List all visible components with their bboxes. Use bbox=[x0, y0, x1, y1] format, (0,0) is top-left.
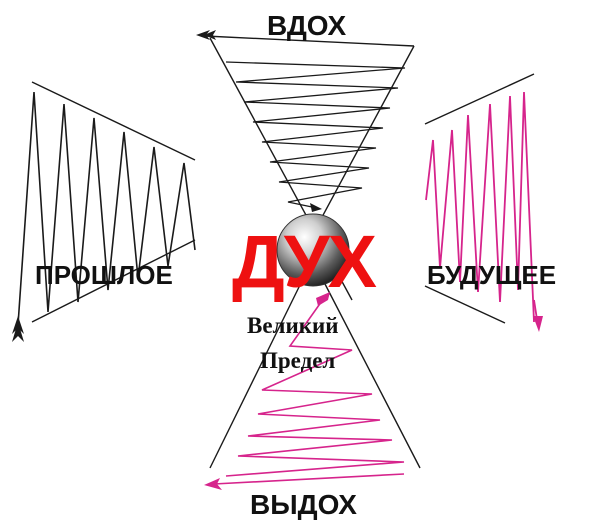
inhale-top-line bbox=[204, 35, 415, 47]
arrow-left-icon bbox=[196, 30, 216, 40]
exhale-tail bbox=[213, 473, 405, 485]
great-label: Великий bbox=[247, 313, 339, 338]
arrow-left-icon bbox=[204, 478, 222, 490]
past-wedge bbox=[17, 81, 196, 326]
hourglass-line-lower-right bbox=[324, 283, 421, 469]
limit-label: Предел bbox=[260, 348, 336, 373]
future-zigzag bbox=[425, 91, 535, 323]
hourglass-line-lower-left bbox=[209, 284, 301, 469]
pink-marker bbox=[316, 292, 330, 306]
arrow-down-icon bbox=[12, 316, 24, 342]
inhale-zigzag bbox=[225, 61, 406, 208]
past-zigzag bbox=[17, 91, 196, 326]
sphere-icon bbox=[276, 213, 350, 287]
arrow-down-icon bbox=[533, 316, 543, 332]
inhale-label: ВДОХ bbox=[267, 10, 347, 41]
future-lower-edge bbox=[424, 285, 506, 324]
future-upper-edge bbox=[424, 73, 535, 125]
exhale-zigzag bbox=[225, 297, 405, 477]
spirit-label: ДУХ bbox=[232, 220, 377, 303]
past-upper-edge bbox=[31, 81, 196, 161]
arrow-down-icon bbox=[310, 203, 322, 212]
past-label: ПРОШЛОЕ bbox=[35, 260, 173, 290]
exhale-label: ВЫДОХ bbox=[250, 489, 357, 520]
past-lower-edge bbox=[31, 239, 196, 323]
future-label: БУДУЩЕЕ bbox=[427, 260, 557, 290]
